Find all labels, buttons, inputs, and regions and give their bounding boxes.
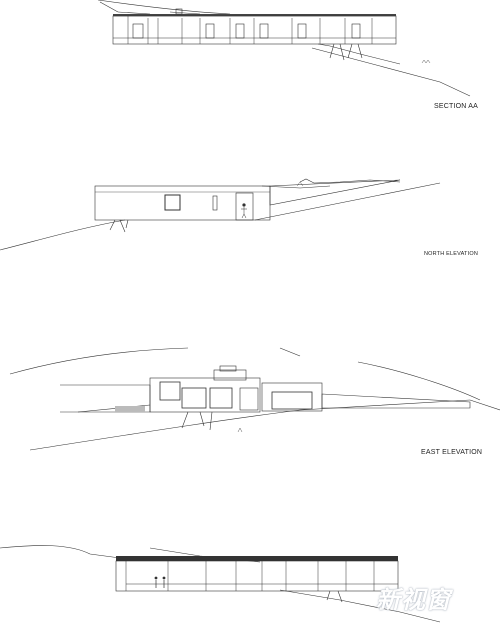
section-aa-slope bbox=[311, 47, 471, 97]
north-terrain-low bbox=[0, 219, 126, 251]
watermark-logo: 新视窗 bbox=[376, 587, 451, 614]
section-aa-label: SECTION AA bbox=[433, 103, 478, 110]
south-roof bbox=[116, 556, 398, 561]
south-elevation-drawing bbox=[0, 545, 441, 623]
north-elevation-label: NORTH ELEVATION bbox=[423, 251, 478, 257]
east-elevation-label: EAST ELEVATION bbox=[421, 449, 483, 456]
south-body bbox=[115, 560, 399, 592]
east-elevation-drawing bbox=[9, 347, 500, 451]
section-aa-terrain bbox=[97, 0, 231, 15]
section-aa-drawing bbox=[97, 0, 471, 97]
east-ground bbox=[29, 399, 471, 451]
east-hill-left bbox=[9, 347, 189, 375]
north-elevation-drawing bbox=[0, 178, 441, 251]
south-hill bbox=[0, 545, 121, 559]
section-aa-roof bbox=[113, 14, 396, 17]
section-aa-body bbox=[112, 15, 397, 45]
east-main-box bbox=[149, 377, 261, 413]
